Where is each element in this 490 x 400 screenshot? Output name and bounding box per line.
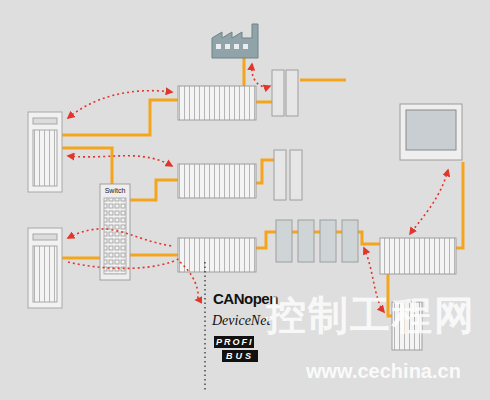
watermark: 控制工程网 — [266, 288, 476, 343]
profibus-logo: PROFI — [216, 336, 254, 348]
watermark: www.cechina.cn — [306, 360, 461, 383]
fieldbus-line — [204, 262, 205, 392]
data-flow-arrow — [68, 64, 448, 312]
switch-box: Switch — [100, 184, 130, 280]
profibus-logo: BUS — [226, 350, 254, 362]
servo-drive — [272, 70, 358, 262]
pc-tower — [28, 112, 62, 308]
switch-body — [100, 184, 130, 280]
devicenet-logo: DeviceNet — [212, 313, 270, 329]
node-label: Switch — [100, 184, 130, 194]
ethernet-wire — [62, 58, 463, 316]
hmi-monitor — [400, 104, 462, 160]
factory-icon — [212, 24, 258, 58]
profibus-block — [214, 336, 258, 362]
